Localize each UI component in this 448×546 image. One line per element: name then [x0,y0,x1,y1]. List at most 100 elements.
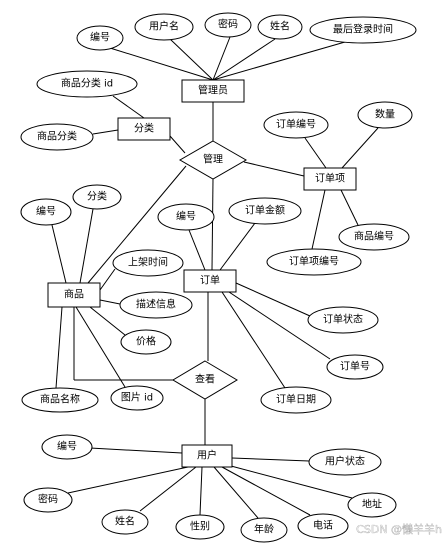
connector-line [221,466,311,516]
connector-line [212,36,231,81]
svg-text:订单项编号: 订单项编号 [289,255,339,268]
connector-line [219,222,256,271]
attr-user-address: 地址 [347,492,397,518]
connector-line [99,268,116,291]
connector-line [230,465,353,499]
connector-line [188,229,206,271]
entity-order-item[interactable]: 订单项 [303,167,357,191]
svg-text:商品名称: 商品名称 [40,393,80,406]
svg-text:电话: 电话 [313,519,333,532]
connector-line [89,447,183,454]
entity-admin[interactable]: 管理员 [181,79,245,103]
svg-text:密码: 密码 [218,18,238,31]
svg-text:上架时间: 上架时间 [128,256,168,269]
attr-admin-id: 编号 [76,25,124,51]
svg-text:价格: 价格 [136,335,156,348]
attr-product-desc: 描述信息 [119,291,193,319]
attr-user-age: 年龄 [240,517,288,543]
connector-line [304,137,327,169]
connector-line [87,165,187,284]
attr-admin-password: 密码 [204,12,252,38]
svg-text:性别: 性别 [190,520,210,533]
attr-admin-last-login: 最后登录时间 [309,16,417,44]
connector-line [169,135,186,154]
attr-order-id: 编号 [157,203,215,231]
attr-order-date: 订单日期 [260,386,332,414]
connector-line [243,161,305,177]
connector-line [340,189,359,226]
attr-user-status: 用户状态 [308,448,382,476]
attr-admin-username: 用户名 [134,13,194,41]
entity-user[interactable]: 用户 [181,444,233,468]
connector-line [51,224,67,284]
connector-line [228,291,331,360]
svg-text:数量: 数量 [375,108,395,121]
svg-text:编号: 编号 [57,440,77,453]
svg-text:编号: 编号 [176,210,196,223]
entity-order[interactable]: 订单 [183,269,237,293]
attr-order-item-item-no: 订单项编号 [266,248,362,276]
entity-order-item-label: 订单项 [315,173,345,185]
connector-line [231,457,310,462]
attr-order-item-order-no: 订单编号 [263,111,329,139]
connector-line [212,38,276,81]
attr-order-item-product-no: 商品编号 [338,223,410,251]
entity-category-label: 分类 [134,122,154,135]
connector-line [89,306,126,336]
attr-product-shelf-time: 上架时间 [112,249,184,277]
relationship-manage[interactable]: 管理 [178,140,248,180]
connector-line [341,127,379,169]
attr-product-price: 价格 [120,329,172,355]
svg-text:订单号: 订单号 [340,361,370,373]
connector-line [92,129,119,135]
svg-text:订单金额: 订单金额 [245,204,285,217]
attr-order-amount: 订单金额 [228,197,302,225]
svg-text:商品分类 id: 商品分类 id [61,77,113,90]
attr-user-id: 编号 [41,434,93,460]
connector-line [235,282,311,317]
svg-text:商品分类: 商品分类 [37,130,77,143]
connector-line [213,466,259,519]
svg-text:订单状态: 订单状态 [323,313,363,326]
svg-text:商品编号: 商品编号 [354,230,394,243]
connector-line [221,291,286,389]
attr-category-name: 商品分类 [20,123,94,151]
watermark: CSDN @懒羊羊h [356,522,442,536]
attr-product-id: 编号 [20,198,72,226]
entity-category[interactable]: 分类 [117,117,171,141]
connector-line [55,306,63,389]
attr-admin-name: 姓名 [257,14,303,40]
attr-order-no: 订单号 [326,354,384,380]
connector-lines [51,36,379,519]
attr-user-password: 密码 [23,487,73,513]
attr-order-status: 订单状态 [307,306,379,334]
relationship-manage-label: 管理 [203,153,223,166]
relationship-view[interactable]: 查看 [172,360,238,400]
connector-line [311,189,326,250]
entity-product[interactable]: 商品 [47,282,101,308]
svg-text:分类: 分类 [87,190,107,203]
attr-user-phone: 电话 [297,513,349,539]
entity-order-label: 订单 [200,275,220,287]
svg-text:用户状态: 用户状态 [325,455,365,468]
svg-text:编号: 编号 [36,205,56,218]
svg-text:用户名: 用户名 [149,20,179,33]
connector-line [169,38,214,81]
attr-category-id: 商品分类 id [36,70,138,98]
svg-text:订单日期: 订单日期 [276,394,316,406]
svg-text:最后登录时间: 最后登录时间 [333,23,393,36]
connector-line [67,466,189,494]
svg-text:姓名: 姓名 [270,20,290,33]
attr-product-category: 分类 [72,184,122,210]
svg-text:姓名: 姓名 [115,515,135,528]
connector-line [212,41,346,81]
relationship-view-label: 查看 [195,373,215,386]
attr-order-item-quantity: 数量 [357,101,413,129]
attr-product-image: 图片 id [110,385,164,411]
svg-text:年龄: 年龄 [254,523,274,536]
attr-user-gender: 性别 [175,514,225,540]
entity-admin-label: 管理员 [198,84,228,97]
connector-line [79,208,94,284]
svg-text:描述信息: 描述信息 [136,298,176,311]
